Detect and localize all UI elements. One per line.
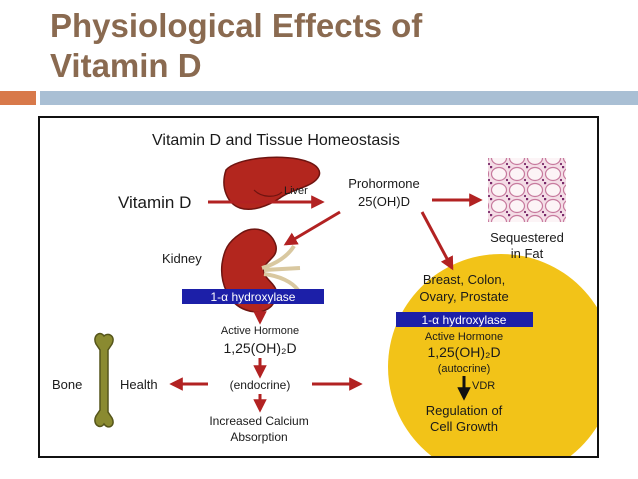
bone-label: Bone	[52, 377, 82, 392]
bone-icon	[94, 332, 114, 428]
hydroxylase-box-left	[182, 289, 324, 304]
arrow-prohormone-to-kidney	[283, 210, 341, 246]
arrow-prohormone-to-tissues	[420, 211, 454, 271]
vdr-label: VDR	[472, 380, 495, 392]
slide-title: Physiological Effects of Vitamin D	[50, 6, 610, 86]
organs-label-line2: Ovary, Prostate	[419, 289, 508, 304]
vitamin-d-label: Vitamin D	[118, 193, 191, 212]
endocrine-label: (endocrine)	[230, 378, 291, 392]
title-rule	[40, 91, 638, 105]
organs-label: Breast, Colon,	[423, 272, 505, 287]
diagram-panel: Vitamin D and Tissue Homeostasis Liver K…	[38, 116, 599, 458]
sequestered-label: Sequestered	[490, 230, 564, 245]
active-hormone-label-right: Active Hormone	[425, 331, 503, 343]
liver-label: Liver	[284, 185, 308, 197]
kidney-vessels-icon	[261, 244, 301, 292]
slide-title-line2: Vitamin D	[50, 47, 202, 84]
kidney-label: Kidney	[162, 251, 202, 266]
health-label: Health	[120, 377, 158, 392]
fat-tissue-image	[488, 158, 566, 222]
title-rule-accent	[0, 91, 36, 105]
slide-title-line1: Physiological Effects of	[50, 7, 423, 44]
hydroxylase-label-right: 1-α hydroxylase	[422, 313, 507, 327]
regulation-label: Regulation of	[426, 403, 503, 418]
diagram-heading: Vitamin D and Tissue Homeostasis	[152, 132, 400, 149]
formula-label-left: 1,25(OH)₂D	[223, 340, 296, 356]
vitamin-d-diagram: Vitamin D and Tissue Homeostasis Liver K…	[52, 132, 597, 456]
calcium-label-line2: Absorption	[230, 430, 287, 444]
prohormone-formula: 25(OH)D	[358, 194, 410, 209]
formula-label-right: 1,25(OH)₂D	[427, 344, 500, 360]
regulation-label-line2: Cell Growth	[430, 419, 498, 434]
prohormone-label: Prohormone	[348, 176, 420, 191]
liver-icon	[223, 156, 321, 210]
target-cell-circle	[388, 254, 597, 456]
active-hormone-label-left: Active Hormone	[221, 325, 299, 337]
sequestered-label-line2: in Fat	[511, 246, 544, 261]
hydroxylase-box-right	[396, 312, 533, 327]
autocrine-label: (autocrine)	[438, 363, 491, 375]
calcium-label: Increased Calcium	[209, 414, 308, 428]
hydroxylase-label-left: 1-α hydroxylase	[211, 290, 296, 304]
liver-detail-icon	[253, 189, 283, 197]
